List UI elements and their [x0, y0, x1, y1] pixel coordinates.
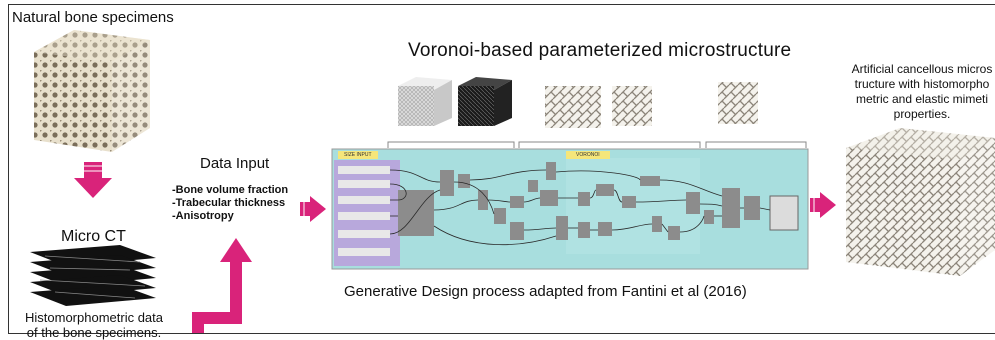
voronoi-title: Voronoi-based parameterized microstructu…	[408, 40, 792, 61]
histo-line-1: Histomorphometric data	[25, 310, 163, 325]
down-arrow-icon	[74, 162, 112, 198]
gh-group-label-voronoi: VORONOI	[566, 151, 610, 159]
histomorphometric-label: Histomorphometric data of the bone speci…	[14, 310, 174, 340]
thumbnail-brackets	[387, 141, 807, 148]
artificial-structure-image	[846, 128, 995, 276]
specimens-title: Natural bone specimens	[12, 9, 174, 26]
input-parameter-item: -Bone volume fraction	[172, 184, 289, 196]
bone-specimen-image	[34, 30, 150, 152]
process-caption: Generative Design process adapted from F…	[344, 283, 747, 300]
input-parameter-item: -Anisotropy	[172, 210, 234, 222]
micro-ct-label: Micro CT	[61, 228, 126, 245]
data-input-title: Data Input	[200, 155, 270, 172]
output-line-2: tructure with histomorpho	[854, 77, 990, 91]
figure-frame	[8, 4, 995, 334]
arrow-to-process-icon	[300, 196, 326, 222]
histo-line-2: of the bone specimens.	[26, 325, 162, 340]
output-description: Artificial cancellous micros tructure wi…	[822, 62, 995, 122]
input-parameter-list: -Bone volume fraction -Trabecular thickn…	[172, 184, 288, 223]
input-parameter-item: -Trabecular thickness	[172, 197, 286, 209]
output-line-1: Artificial cancellous micros	[851, 62, 993, 76]
arrow-to-output-icon	[810, 192, 836, 218]
gh-group-label-input: SIZE INPUT	[338, 151, 378, 159]
output-line-3: metric and elastic mimeti	[855, 92, 989, 106]
output-line-4: properties.	[893, 107, 951, 121]
input-arrow-icon	[192, 238, 252, 333]
microstructure-thumbnails	[398, 77, 758, 128]
grasshopper-canvas	[331, 148, 809, 270]
ct-slices-image	[30, 245, 156, 306]
